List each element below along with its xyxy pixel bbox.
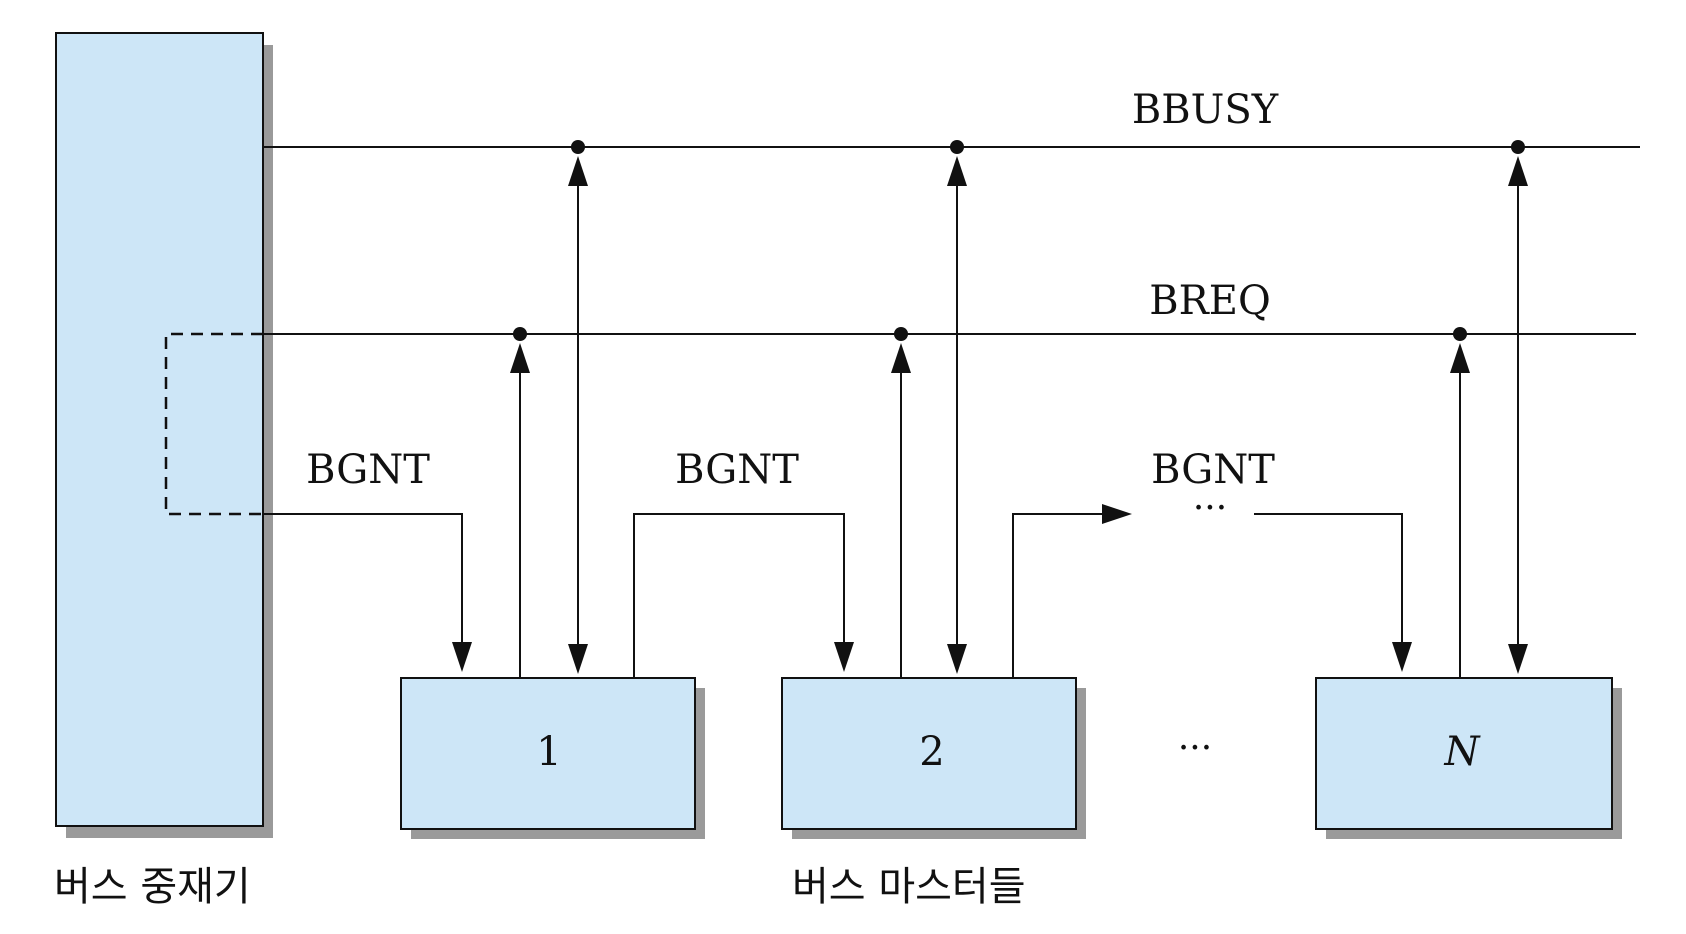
bbusy-junction-1	[571, 140, 585, 154]
bus-arbiter	[55, 32, 273, 838]
breq-line: BREQ	[263, 278, 1636, 341]
bbusy-junction-2	[950, 140, 964, 154]
bgnt-label-3: BGNT	[1151, 447, 1275, 493]
bus-master-n-label: N	[1444, 729, 1482, 775]
arrow-up-icon	[1508, 156, 1528, 186]
bgnt-chain: BGNT BGNT BGNT ···	[263, 447, 1412, 678]
bbusy-connections	[568, 156, 1528, 674]
arrow-down-icon	[1392, 642, 1412, 672]
arrow-up-icon	[1450, 343, 1470, 373]
breq-junction-n	[1453, 327, 1467, 341]
arrow-down-icon	[568, 644, 588, 674]
arrow-up-icon	[510, 343, 530, 373]
bus-arbiter-caption: 버스 중재기	[54, 864, 251, 910]
bgnt-ellipsis: ···	[1193, 488, 1227, 529]
bus-master-n-box	[1315, 677, 1613, 830]
arrow-down-icon	[834, 642, 854, 672]
bbusy-line: BBUSY	[263, 87, 1640, 154]
bus-masters-caption: 버스 마스터들	[792, 864, 1026, 910]
breq-junction-2	[894, 327, 908, 341]
breq-connections	[510, 343, 1470, 678]
arrow-down-icon	[452, 642, 472, 672]
bgnt-label-1: BGNT	[306, 447, 430, 493]
arrow-up-icon	[568, 156, 588, 186]
arrow-down-icon	[947, 644, 967, 674]
bus-arbiter-box	[55, 32, 264, 827]
arrow-up-icon	[947, 156, 967, 186]
breq-label: BREQ	[1149, 278, 1271, 324]
bus-master-1-label: 1	[536, 729, 561, 775]
bus-master-2-label: 2	[919, 729, 944, 775]
bgnt-label-2: BGNT	[675, 447, 799, 493]
bbusy-junction-n	[1511, 140, 1525, 154]
masters-ellipsis: ···	[1178, 728, 1212, 769]
arrow-right-icon	[1102, 504, 1132, 524]
bus-master-n: N	[1315, 677, 1622, 839]
breq-junction-1	[513, 327, 527, 341]
bus-master-2-box	[781, 677, 1077, 830]
bbusy-label: BBUSY	[1132, 87, 1279, 133]
arbiter-internal-dashed-path	[164, 332, 263, 516]
bus-master-1: 1	[400, 677, 705, 839]
bus-master-1-box	[400, 677, 696, 830]
arrow-up-icon	[891, 343, 911, 373]
bus-master-2: 2	[781, 677, 1086, 839]
arrow-down-icon	[1508, 644, 1528, 674]
